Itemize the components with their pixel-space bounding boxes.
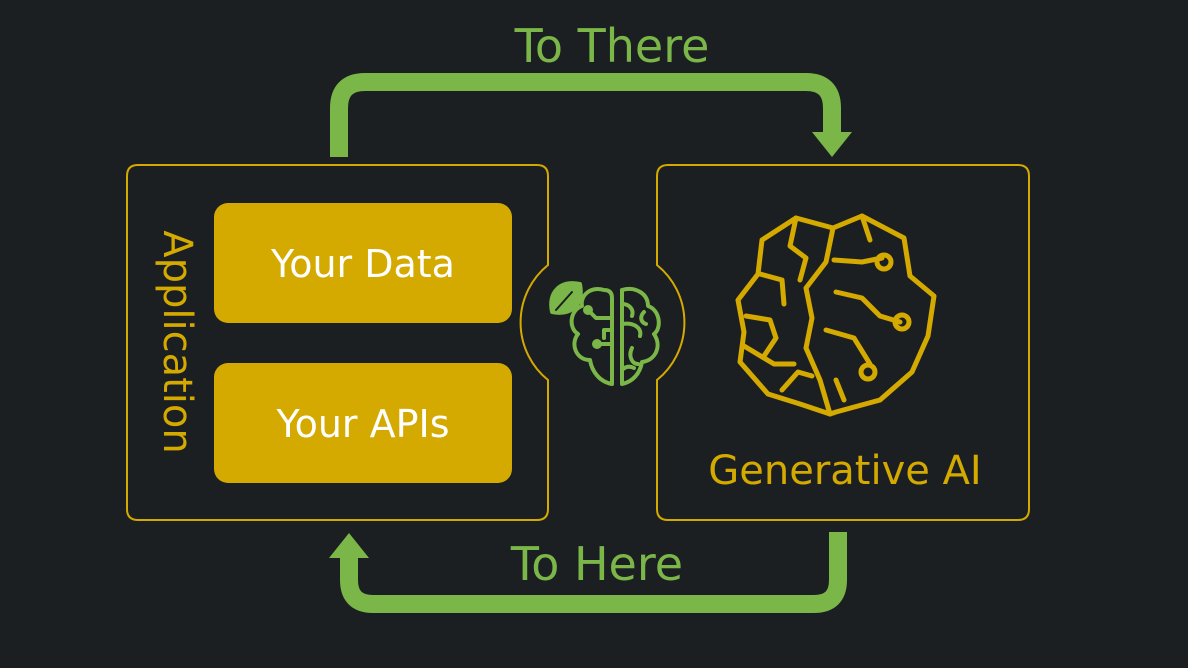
leaf-brain-icon [549, 281, 661, 386]
generative-ai-panel [656, 164, 1030, 521]
your-apis-label: Your APIs [275, 402, 449, 446]
application-panel [126, 164, 549, 521]
to-there-arrow [330, 73, 852, 157]
to-there-label: To There [514, 19, 710, 73]
to-here-label: To Here [510, 537, 683, 591]
to-here-arrow [329, 532, 847, 613]
your-data-label: Your Data [270, 242, 455, 286]
your-data-box: Your Data [214, 203, 512, 323]
generative-ai-label: Generative AI [708, 448, 981, 494]
circuit-brain-icon [735, 213, 937, 417]
your-apis-box: Your APIs [214, 363, 512, 483]
application-label: Application [154, 230, 200, 454]
